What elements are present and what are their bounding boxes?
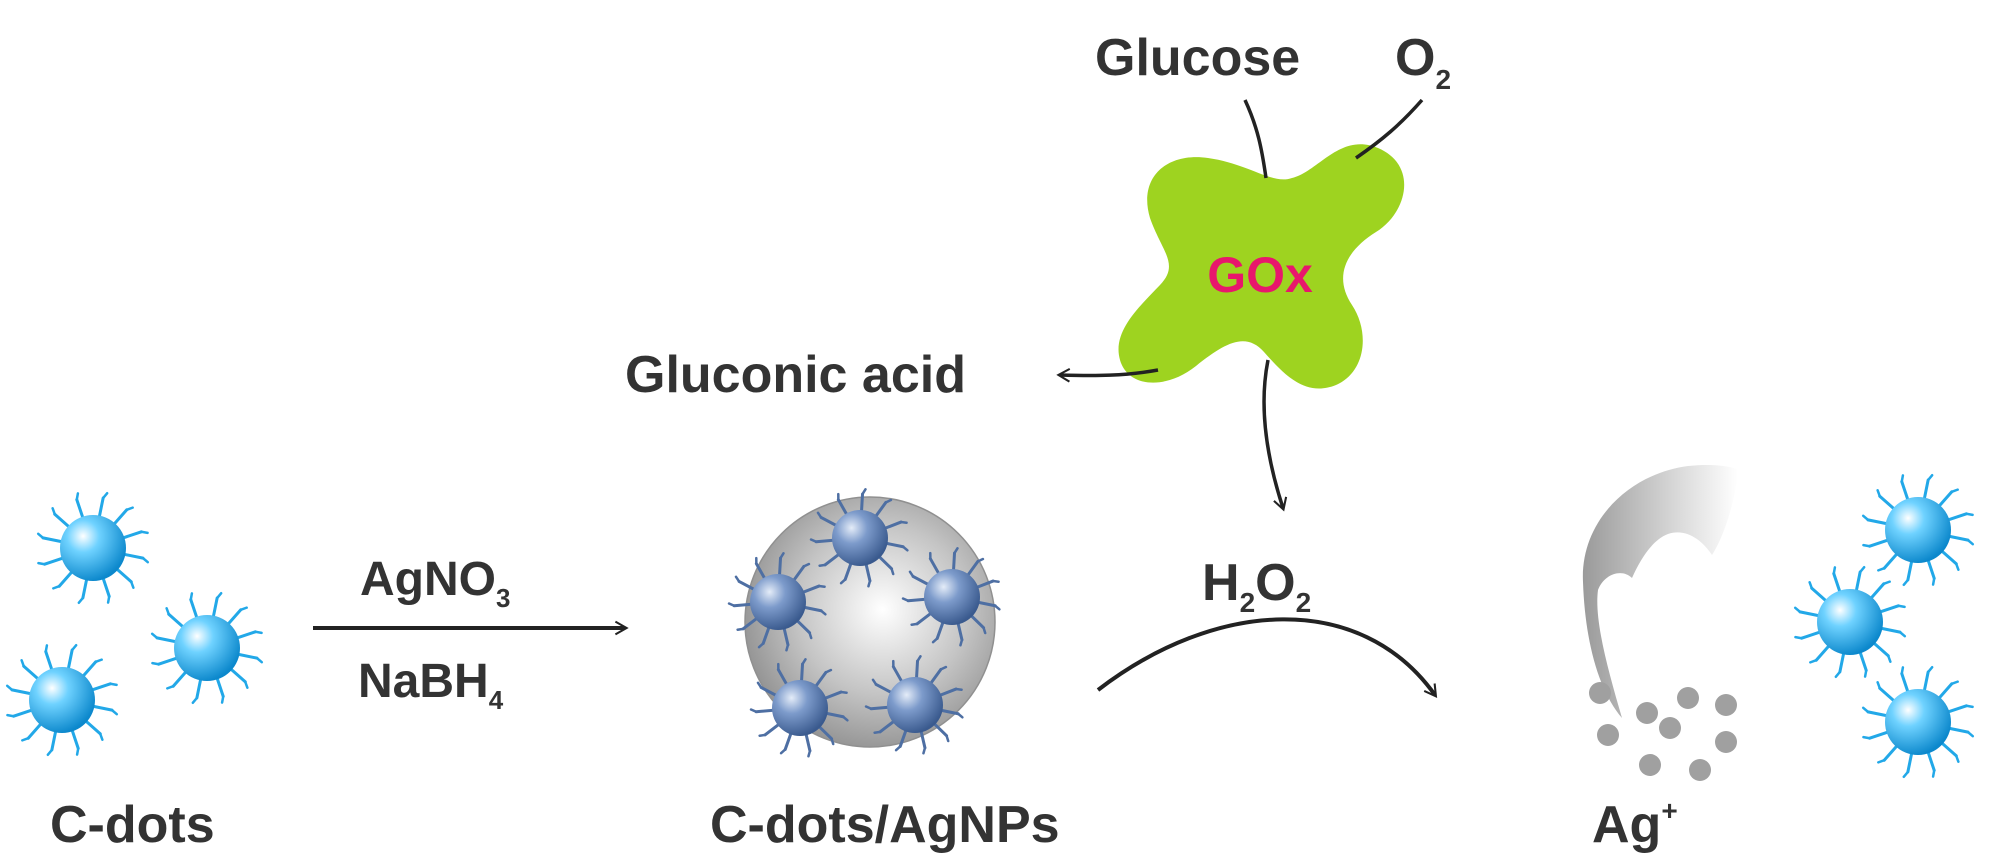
carbon-dot-icon	[1861, 665, 1975, 779]
cdots-group-left	[5, 491, 264, 757]
silver-ion-icon	[1715, 731, 1737, 753]
agno3-label: AgNO3	[360, 553, 510, 613]
carbon-dot-icon	[5, 643, 119, 757]
carbon-dot-icon	[150, 591, 264, 705]
silver-ion-icon	[1689, 759, 1711, 781]
o2-line	[1355, 98, 1424, 160]
cdots-label: C-dots	[50, 796, 215, 854]
gox-label: GOx	[1207, 247, 1313, 303]
silver-ion-icon	[1677, 687, 1699, 709]
carbon-dot-icon	[809, 488, 909, 588]
silver-ion-icon	[1639, 754, 1661, 776]
carbon-dot-icon	[1861, 473, 1975, 587]
glucose-line	[1243, 99, 1268, 179]
o2-label: O2	[1395, 29, 1451, 95]
carbon-dot-icon	[864, 655, 964, 755]
gluconic-acid-label: Gluconic acid	[625, 346, 966, 404]
h2o2-arrow	[1262, 359, 1288, 512]
silver-ion-icon	[1597, 724, 1619, 746]
h2o2-label: H2O2	[1202, 554, 1311, 618]
gox-enzyme	[1118, 144, 1405, 389]
gluconic-acid-arrow	[1056, 367, 1159, 383]
nabh4-label: NaBH4	[358, 655, 504, 715]
silver-ion-icon	[1589, 682, 1611, 704]
cdots-group-right	[1793, 473, 1975, 779]
silver-ion-icon	[1659, 717, 1681, 739]
carbon-dot-icon	[901, 547, 1001, 647]
etching-arrow	[1096, 617, 1438, 699]
cdots-agnps-particle	[727, 488, 1001, 758]
eroded-silver-particle	[1582, 464, 1738, 718]
carbon-dot-icon	[727, 552, 827, 652]
carbon-dot-icon	[36, 491, 150, 605]
carbon-dot-icon	[749, 658, 849, 758]
glucose-label: Glucose	[1095, 29, 1300, 87]
silver-ion-icon	[1715, 694, 1737, 716]
ag-ion-label: Ag+	[1592, 795, 1678, 854]
cdots-agnps-label: C-dots/AgNPs	[710, 796, 1060, 854]
silver-ion-icon	[1636, 702, 1658, 724]
silver-ions	[1589, 682, 1737, 781]
carbon-dot-icon	[1793, 565, 1907, 679]
